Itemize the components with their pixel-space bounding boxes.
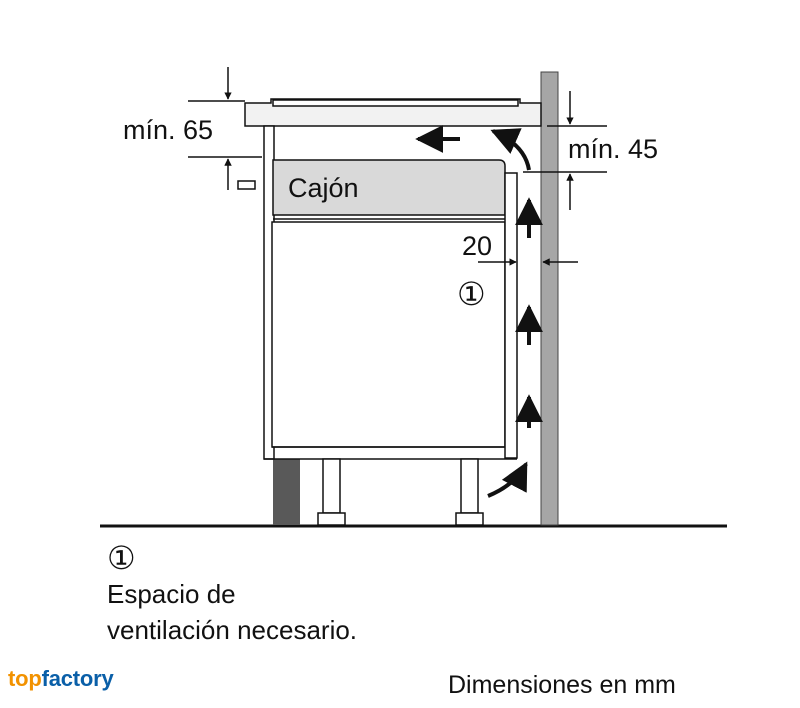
min-back-label: mín. 45	[568, 134, 659, 164]
ventilation-marker: ①	[457, 276, 486, 312]
min-front-label: mín. 65	[123, 115, 214, 145]
units-note: Dimensiones en mm	[448, 671, 676, 699]
leg-left	[317, 458, 346, 526]
rear-panel	[504, 172, 518, 459]
legend-marker: ①	[107, 540, 136, 576]
rear-wall	[540, 71, 559, 526]
airflow-arrows	[415, 125, 543, 498]
airflow-arrow-curve	[490, 128, 531, 171]
plinth	[273, 459, 300, 525]
legend-line-2: ventilación necesario.	[107, 615, 358, 645]
hob-glass	[272, 99, 519, 107]
brand-logo-part1: top	[8, 666, 42, 691]
dimension-front	[188, 67, 262, 190]
brand-logo-part2: factory	[41, 666, 114, 691]
drawer-label: Cajón	[288, 173, 359, 203]
legend-line-1: Espacio de	[107, 579, 236, 609]
gap-label: 20	[462, 231, 493, 261]
leg-right	[455, 458, 484, 526]
brand-logo: topfactory	[8, 668, 114, 690]
airflow-arrow-bottom	[487, 461, 528, 498]
dimension-rear	[523, 91, 607, 210]
drawer-knob	[237, 180, 256, 190]
